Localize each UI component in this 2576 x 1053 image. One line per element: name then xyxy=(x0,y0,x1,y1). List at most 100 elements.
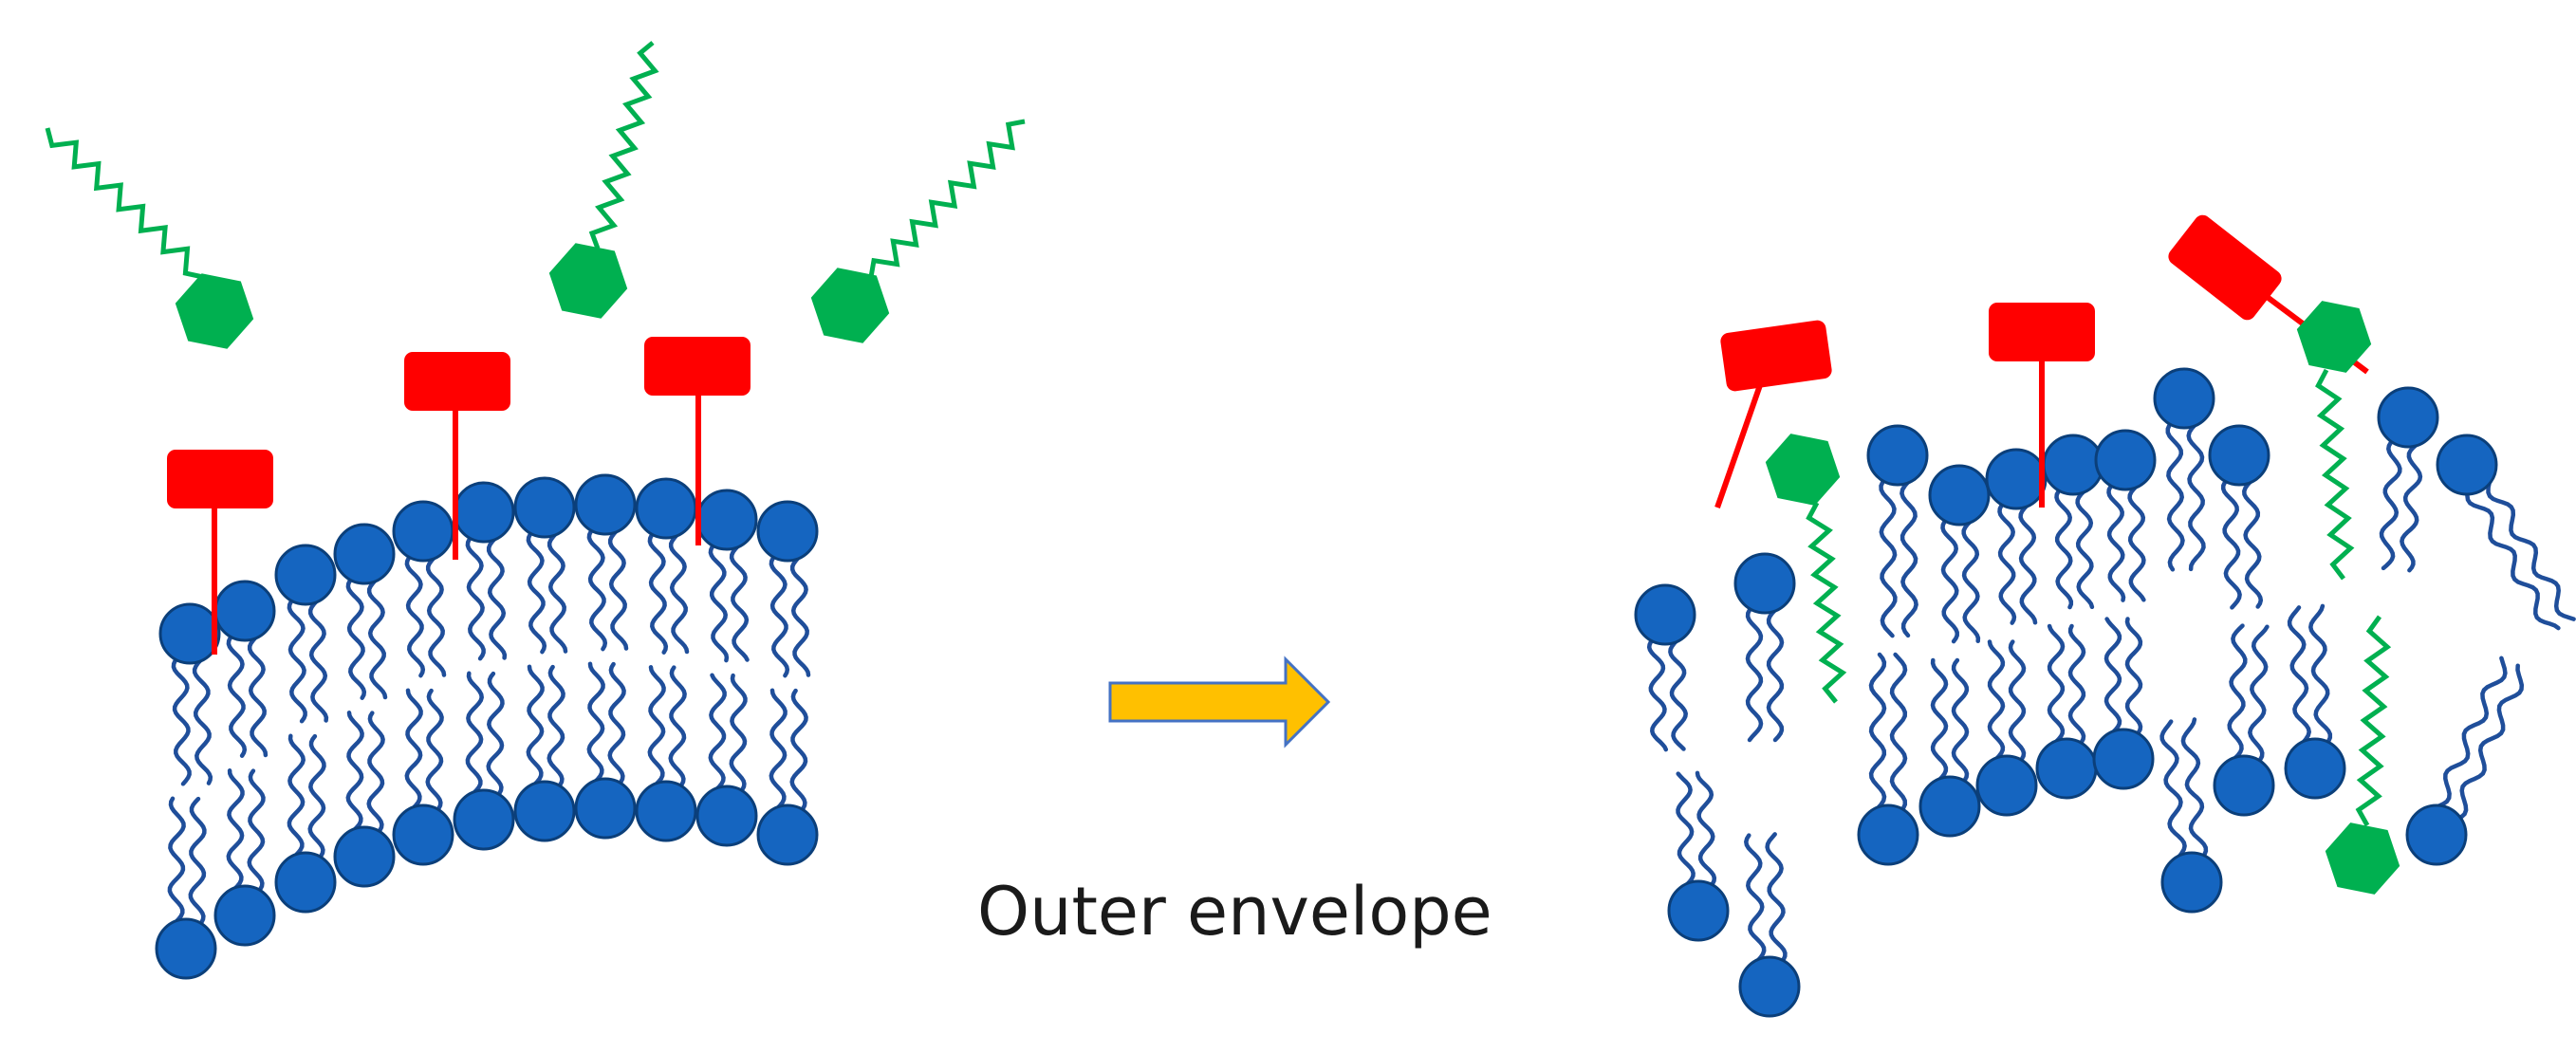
displaced-lipid xyxy=(2377,386,2439,573)
membrane-protein xyxy=(404,352,510,560)
protein-head xyxy=(644,337,751,396)
inner-leaflet-lipid xyxy=(635,665,697,842)
lipid-tail xyxy=(1646,639,1669,752)
protein-head xyxy=(2168,214,2282,321)
outer-leaflet-lipid xyxy=(453,481,515,661)
lipid-head xyxy=(392,804,454,866)
inner-leaflet-lipid xyxy=(2092,617,2155,790)
lipid-tail xyxy=(2220,480,2242,610)
lipid-head xyxy=(2094,429,2157,491)
lipid-tail xyxy=(607,528,629,651)
lipid-head xyxy=(1866,424,1929,487)
lipid-tail xyxy=(708,673,727,792)
lipid-tail xyxy=(188,796,207,925)
lipid-head xyxy=(158,602,221,665)
lipid-head xyxy=(392,500,454,563)
lipid-tail xyxy=(1879,479,1898,638)
lipid-tail xyxy=(607,661,626,785)
displaced-lipid xyxy=(2159,717,2223,914)
lipid-head xyxy=(1975,754,2038,817)
lipid-head xyxy=(695,785,758,847)
lipid-head xyxy=(2377,386,2439,449)
agent-head-hexagon xyxy=(548,243,628,319)
lipid-head xyxy=(274,851,337,914)
protein-stalk xyxy=(1714,384,1763,508)
disrupted-membrane-panel xyxy=(1634,214,2576,1018)
inner-leaflet-lipid xyxy=(453,671,515,851)
inner-leaflet-lipid xyxy=(1975,639,2038,817)
lipid-tail xyxy=(366,711,385,833)
antimicrobial-agent xyxy=(1765,434,1847,704)
lipid-tail xyxy=(1987,639,2006,762)
lipid-tail xyxy=(2227,623,2248,761)
displaced-lipid xyxy=(2436,434,2576,631)
lipid-tail xyxy=(2458,663,2525,820)
lipid-tail xyxy=(547,531,568,654)
displaced-lipid xyxy=(2284,603,2346,800)
lipid-head xyxy=(2436,434,2498,496)
agent-head-hexagon xyxy=(175,273,254,349)
lipid-tail xyxy=(2165,423,2185,572)
inner-leaflet-lipid xyxy=(392,688,454,866)
outer-leaflet-lipid xyxy=(1866,424,1929,638)
lipid-tail xyxy=(2186,422,2206,572)
lipid-head xyxy=(2153,367,2215,430)
lipid-tail xyxy=(425,688,444,811)
outer-leaflet-lipid xyxy=(392,500,454,678)
lipid-tail xyxy=(1997,503,2017,625)
outer-leaflet-lipid xyxy=(756,500,819,678)
right-arrow-icon xyxy=(1108,656,1331,748)
inner-leaflet-lipid xyxy=(155,796,217,980)
lipid-tail xyxy=(1676,771,1696,887)
lipid-tail xyxy=(2067,623,2086,745)
inner-leaflet-lipid xyxy=(274,733,337,914)
inner-leaflet-lipid xyxy=(213,768,276,947)
lipid-tail xyxy=(465,671,485,796)
outer-leaflet-lipid xyxy=(158,602,221,786)
agent-tail xyxy=(588,41,659,249)
lipid-head xyxy=(453,481,515,544)
lipid-tail xyxy=(247,768,266,892)
lipid-head xyxy=(2208,424,2270,487)
lipid-head xyxy=(1733,552,1796,615)
lipid-tail xyxy=(404,688,423,811)
displaced-lipid xyxy=(2405,656,2525,866)
displaced-lipid xyxy=(1738,832,1801,1018)
lipid-tail xyxy=(769,556,790,678)
lipid-tail xyxy=(789,688,808,811)
agent-head-hexagon xyxy=(2296,301,2372,373)
lipid-tail xyxy=(226,768,245,892)
agent-tail xyxy=(45,127,204,280)
lipid-tail xyxy=(2106,484,2126,602)
lipid-tail xyxy=(789,555,811,677)
lipid-head xyxy=(2035,737,2098,800)
lipid-tail xyxy=(1900,479,1918,638)
lipid-head xyxy=(513,780,576,842)
lipid-tail xyxy=(647,665,666,787)
membrane-protein xyxy=(167,450,273,655)
lipid-tail xyxy=(366,578,388,700)
lipid-tail xyxy=(226,636,248,758)
outer-leaflet-lipid xyxy=(2094,429,2157,602)
lipid-tail xyxy=(2075,489,2095,610)
lipid-head xyxy=(1738,955,1801,1018)
lipid-head xyxy=(2042,434,2104,496)
lipid-tail xyxy=(708,545,730,663)
protein-head xyxy=(1989,303,2095,361)
inner-leaflet-lipid xyxy=(333,711,396,888)
agent-tail xyxy=(2315,368,2355,581)
lipid-head xyxy=(574,473,637,536)
antimicrobial-agent xyxy=(2325,615,2400,895)
lipid-tail xyxy=(586,529,608,652)
lipid-tail xyxy=(769,688,788,811)
lipid-tail xyxy=(729,673,748,792)
lipid-head xyxy=(2284,737,2346,800)
lipid-tail xyxy=(1745,607,1764,743)
lipid-tail xyxy=(2159,719,2187,859)
outer-leaflet-lipid xyxy=(574,473,637,652)
lipid-tail xyxy=(729,544,750,662)
outer-leaflet-lipid xyxy=(1928,464,1991,644)
lipid-tail xyxy=(425,555,447,677)
disrupted-membrane-lipids xyxy=(1634,367,2576,1018)
